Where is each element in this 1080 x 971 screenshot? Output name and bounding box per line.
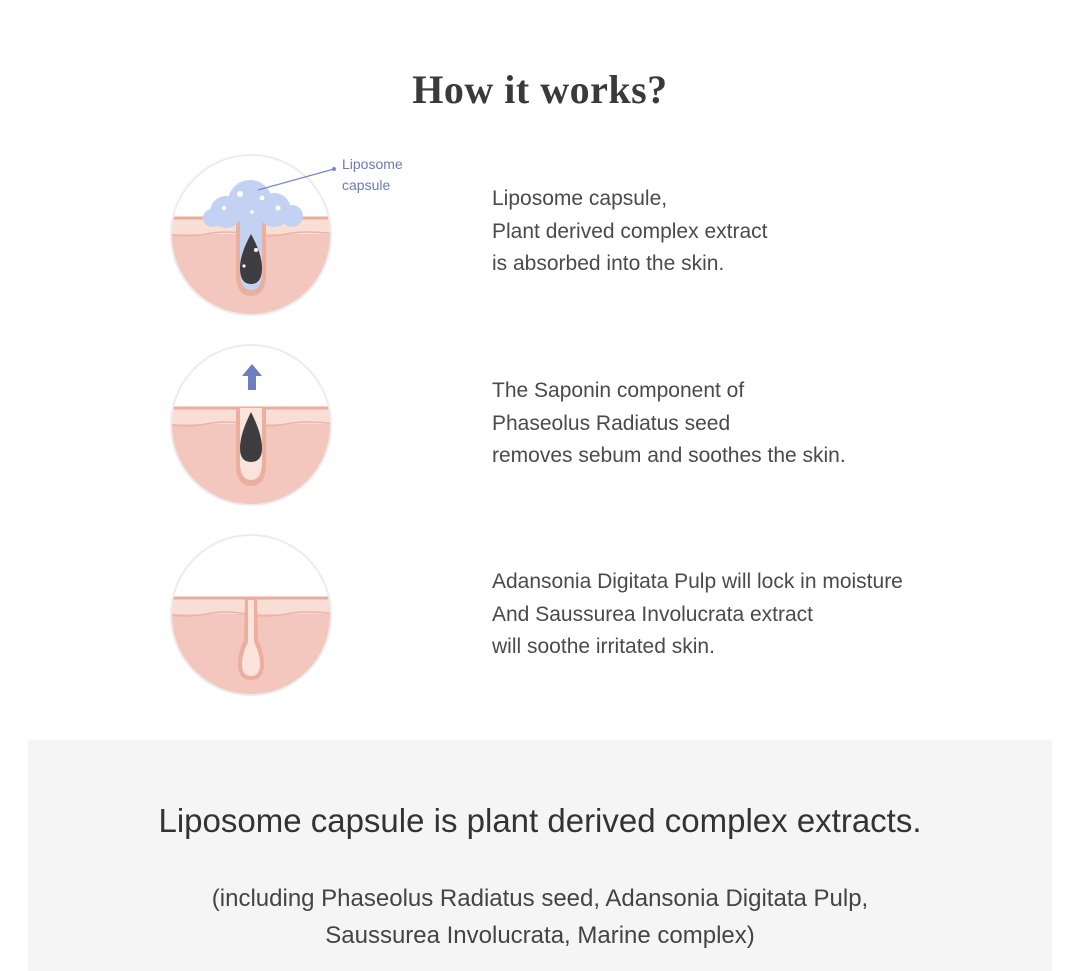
step-description: Liposome capsule, Plant derived complex … (492, 187, 768, 275)
liposome-pore-icon (166, 150, 336, 320)
step-description: The Saponin component of Phaseolus Radia… (492, 379, 846, 467)
up-arrow-icon (242, 364, 262, 390)
liposome-callout-label: Liposome capsule (342, 156, 403, 193)
summary-heading: Liposome capsule is plant derived comple… (158, 802, 922, 839)
summary-panel: Liposome capsule is plant derived comple… (28, 740, 1052, 971)
clean-pore-icon (166, 530, 336, 700)
sebum-removal-pore-icon (166, 340, 336, 510)
page-title: How it works? (412, 67, 668, 112)
summary-ingredients: (including Phaseolus Radiatus seed, Adan… (211, 885, 869, 949)
step-description: Adansonia Digitata Pulp will lock in moi… (492, 570, 903, 658)
